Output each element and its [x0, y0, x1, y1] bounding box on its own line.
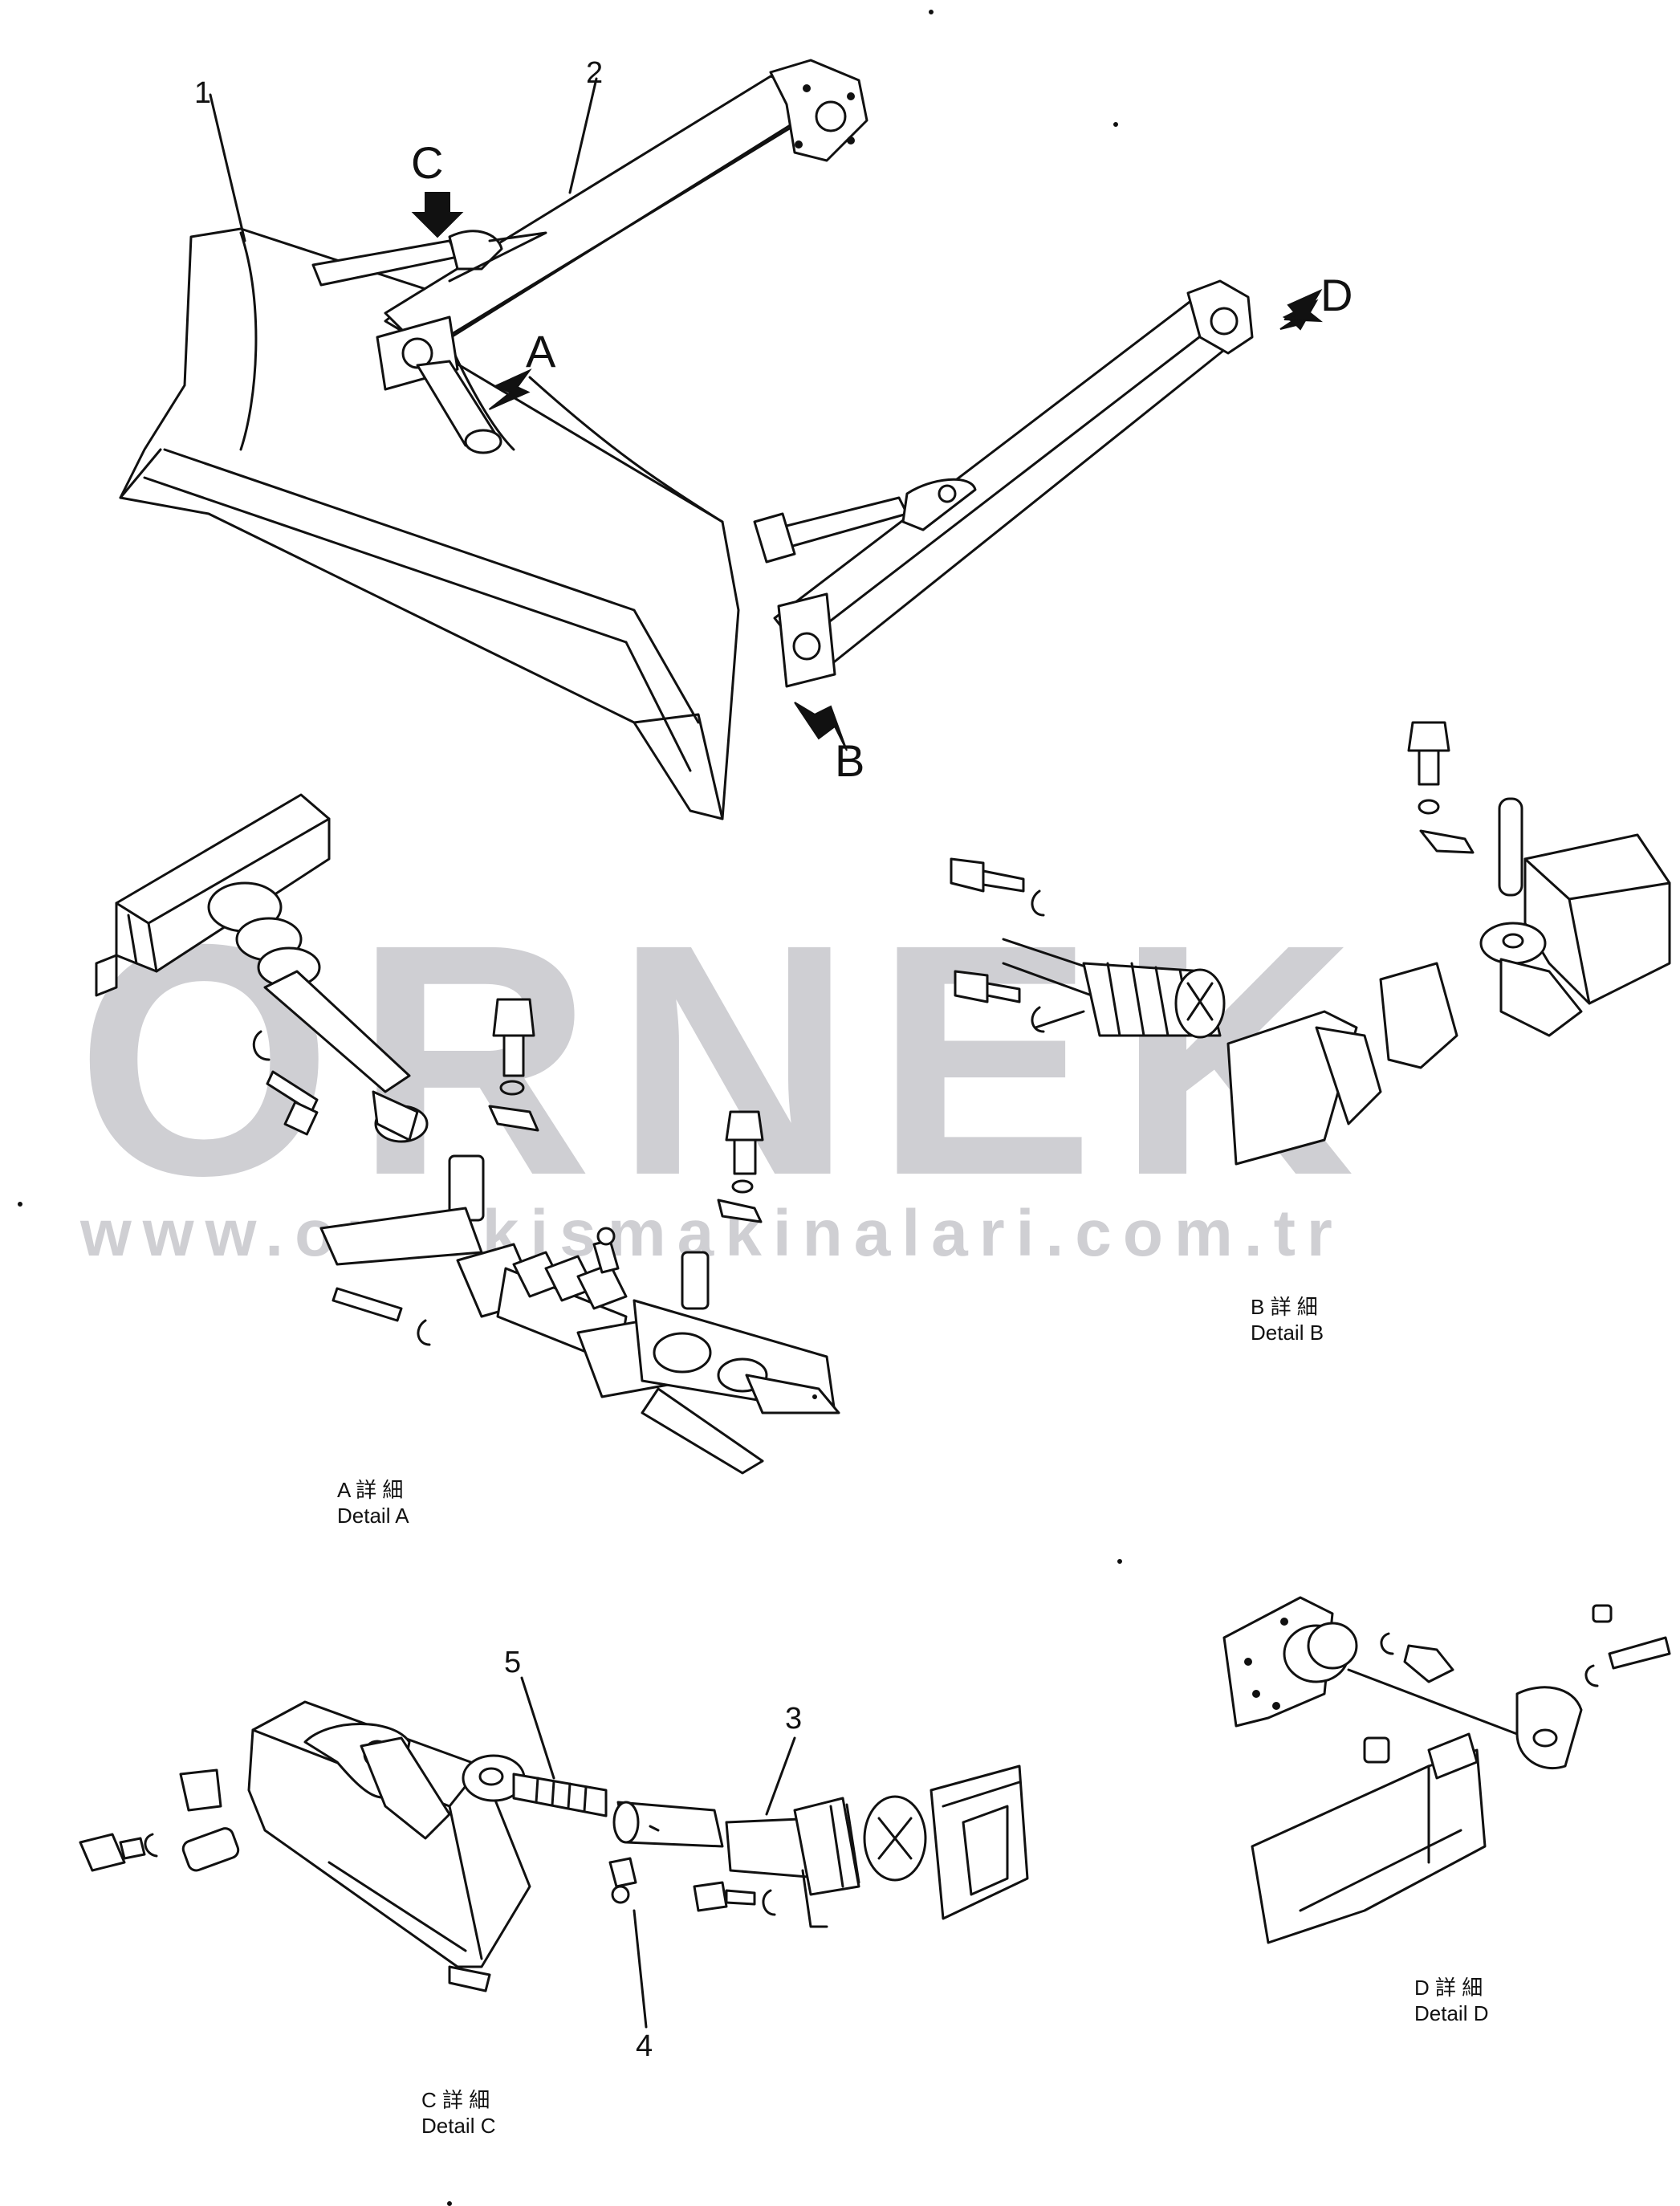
- detail-d-caption-jp: D 詳 細: [1414, 1976, 1483, 2000]
- part-number-2: 2: [586, 56, 604, 90]
- detail-b-drawing: [950, 721, 1671, 1166]
- detail-c-drawing: [79, 1676, 1029, 2029]
- leader-4: [633, 1909, 648, 2029]
- detail-a-caption: A 詳 細 Detail A: [337, 1477, 409, 1528]
- push-arm-right: [773, 279, 1254, 676]
- part-number-1: 1: [194, 76, 212, 110]
- view-arrow-d-shape: [1279, 288, 1324, 331]
- part-number-4: 4: [636, 2029, 653, 2063]
- detail-a-caption-en: Detail A: [337, 1504, 409, 1528]
- detail-c-caption-jp: C 詳 細: [421, 2088, 490, 2112]
- view-arrow-b-shape: [794, 702, 848, 751]
- view-arrow-c: C: [411, 137, 444, 188]
- leader-3: [765, 1736, 796, 1816]
- leader-1: [209, 93, 246, 242]
- scan-specks: [18, 10, 1122, 2206]
- part-number-5: 5: [504, 1646, 522, 1679]
- trunnion-right: [753, 512, 836, 688]
- detail-b-caption-en: Detail B: [1251, 1321, 1324, 1345]
- detail-d-caption: D 詳 細 Detail D: [1414, 1975, 1488, 2026]
- view-arrow-a: A: [526, 326, 556, 376]
- detail-c-caption: C 詳 細 Detail C: [421, 2087, 495, 2139]
- view-arrow-b: B: [835, 735, 865, 786]
- detail-b-caption-jp: B 詳 細: [1251, 1295, 1318, 1319]
- view-arrow-d: D: [1320, 270, 1353, 320]
- dozer-blade: [119, 227, 740, 820]
- leader-5: [520, 1676, 555, 1780]
- push-arm-left: [384, 59, 868, 355]
- view-arrow-a-shape: [488, 368, 532, 410]
- detail-a-drawing: [95, 793, 840, 1475]
- brace-right: [769, 478, 977, 552]
- brace-left: [311, 230, 547, 287]
- detail-a-caption-jp: A 詳 細: [337, 1478, 404, 1502]
- view-arrow-c-shape: [411, 192, 464, 238]
- trunnion-left: [376, 315, 502, 454]
- detail-d-drawing: [1222, 1596, 1671, 1944]
- detail-b-caption: B 詳 細 Detail B: [1251, 1294, 1324, 1345]
- part-number-3: 3: [785, 1702, 803, 1736]
- detail-d-caption-en: Detail D: [1414, 2001, 1489, 2025]
- detail-c-caption-en: Detail C: [421, 2114, 496, 2138]
- leader-2: [568, 77, 598, 194]
